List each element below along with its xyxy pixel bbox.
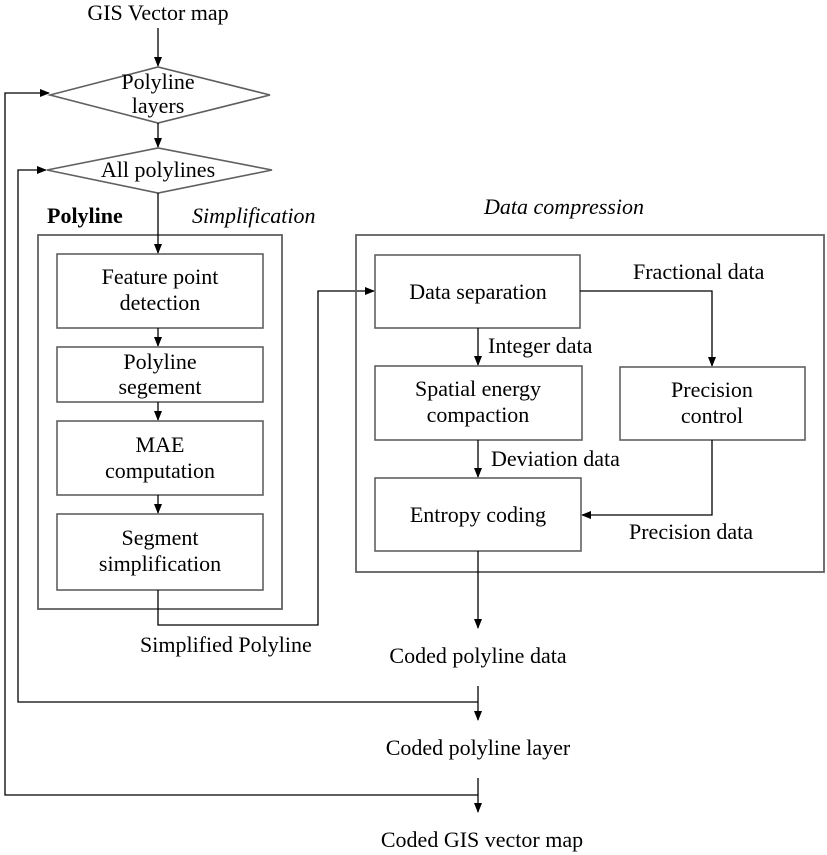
step-segment-simplification: [56, 513, 264, 591]
edge-label-precision-data: Precision data: [629, 519, 753, 544]
edge-label-fractional-data: Fractional data: [633, 259, 765, 284]
loop-back-all-polylines: [17, 166, 478, 703]
node-entropy-coding: [374, 477, 582, 552]
step-feature-line2: detection: [120, 290, 201, 315]
output-coded-gis-vector-map: Coded GIS vector map: [381, 827, 583, 852]
decision-all-polylines: [46, 147, 273, 194]
step-mae-computation: [56, 420, 264, 496]
node-precision-line1: Precision: [671, 377, 753, 402]
decision-polyline-layers: [46, 66, 271, 124]
output-coded-polyline-data: Coded polyline data: [389, 643, 566, 668]
edge-label-simplified-polyline: Simplified Polyline: [140, 632, 312, 657]
node-precision-line2: control: [681, 403, 743, 428]
output-coded-polyline-layer: Coded polyline layer: [386, 735, 571, 760]
simplification-heading-bold: Polyline: [47, 203, 123, 228]
arrow-separation-to-precision: [580, 290, 716, 367]
step-segment-line2: segement: [118, 374, 201, 399]
node-spatial-energy-compaction: [374, 365, 583, 441]
node-spatial-line2: compaction: [427, 402, 530, 427]
edge-label-integer-data: Integer data: [488, 333, 593, 358]
node-data-separation: [374, 254, 581, 329]
node-spatial-line1: Spatial energy: [415, 376, 541, 401]
step-mae-line2: computation: [105, 458, 215, 483]
step-simplification-line1: Segment: [122, 525, 199, 550]
edge-label-deviation-data: Deviation data: [491, 446, 620, 471]
decision-polyline-layers-line1: Polyline: [121, 69, 194, 94]
node-entropy-coding-label: Entropy coding: [410, 502, 546, 527]
step-segment-line1: Polyline: [123, 349, 196, 374]
step-simplification-line2: simplification: [99, 551, 221, 576]
input-label: GIS Vector map: [87, 0, 228, 25]
simplification-frame: [37, 234, 283, 610]
decision-polyline-layers-line2: layers: [132, 93, 185, 118]
simplification-heading-italic: Simplification: [192, 203, 315, 228]
step-polyline-segement: [56, 346, 264, 403]
node-data-separation-label: Data separation: [409, 279, 546, 304]
loop-back-polyline-layers: [4, 89, 478, 796]
arrow-simplified-to-separation: [157, 287, 375, 626]
arrow-precision-to-entropy: [581, 440, 713, 519]
compression-heading: Data compression: [483, 194, 644, 219]
step-feature-point-detection: [56, 253, 264, 329]
compression-frame: [355, 234, 825, 573]
decision-all-polylines-label: All polylines: [101, 157, 215, 182]
step-feature-line1: Feature point: [102, 264, 219, 289]
step-mae-line1: MAE: [136, 432, 185, 457]
